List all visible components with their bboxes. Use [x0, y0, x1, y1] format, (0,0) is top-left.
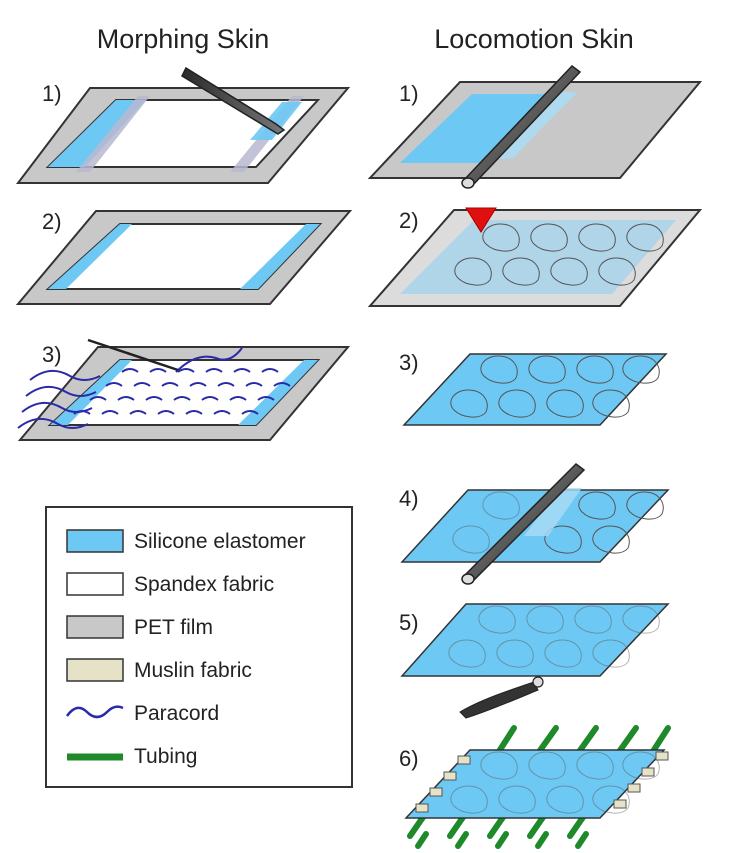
- legend-label-tubing: Tubing: [134, 745, 197, 768]
- silicone-strip: [238, 360, 318, 425]
- morphing-step-1: 1): [15, 66, 351, 184]
- silicone-layer: [400, 220, 676, 294]
- locomotion-step-3: 3): [399, 350, 668, 426]
- locomotion-step-4: 4): [399, 463, 670, 585]
- silicone-layer: [400, 603, 670, 677]
- legend: Silicone elastomer Spandex fabric PET fi…: [45, 506, 353, 788]
- legend-label-paracord: Paracord: [134, 702, 219, 725]
- scissors-tip: [532, 676, 544, 688]
- needle-icon: [87, 338, 179, 372]
- morphing-step-3: 3): [17, 338, 351, 441]
- locomotion-step-6: 6): [399, 725, 671, 849]
- scissors-icon: [459, 681, 539, 719]
- rod-end: [461, 177, 475, 189]
- muslin-tabs: [415, 751, 669, 813]
- tubing-lines-front: [415, 831, 589, 849]
- silicone-layer: [404, 749, 666, 819]
- morphing-step-2-label: 2): [42, 209, 62, 234]
- paracord-stitches: [17, 347, 291, 429]
- locomotion-skin-title: Locomotion Skin: [434, 24, 634, 54]
- locomotion-step-3-label: 3): [399, 350, 419, 375]
- legend-swatch-paracord: [65, 705, 124, 719]
- morphing-step-3-label: 3): [42, 342, 62, 367]
- silicone-layer: [400, 94, 548, 163]
- locomotion-step-1-label: 1): [399, 81, 419, 106]
- morphing-skin-title: Morphing Skin: [97, 24, 270, 54]
- legend-swatch-muslin: [66, 658, 124, 682]
- spatula-icon: [181, 66, 286, 135]
- legend-label-silicone: Silicone elastomer: [134, 530, 306, 553]
- locomotion-step-1: 1): [367, 64, 703, 189]
- locomotion-step-2-label: 2): [399, 208, 419, 233]
- locomotion-step-5: 5): [399, 603, 670, 719]
- silicone-spread: [524, 488, 582, 536]
- print-nozzle-icon: [465, 207, 497, 233]
- clamp-strip: [76, 96, 150, 172]
- legend-label-pet: PET film: [134, 616, 213, 639]
- silicone-strip: [240, 224, 320, 289]
- rod-end: [461, 573, 475, 585]
- legend-label-spandex: Spandex fabric: [134, 573, 274, 596]
- morphing-step-1-label: 1): [42, 81, 62, 106]
- locomotion-step-6-label: 6): [399, 746, 419, 771]
- silicone-strip: [48, 224, 132, 289]
- locomotion-step-2: 2): [367, 207, 703, 307]
- silicone-spread: [250, 102, 302, 140]
- morphing-step-2: 2): [15, 209, 353, 305]
- silicone-layer: [402, 353, 668, 426]
- legend-swatch-spandex: [66, 572, 124, 596]
- silicone-strip: [50, 360, 132, 425]
- locomotion-step-5-label: 5): [399, 610, 419, 635]
- legend-label-muslin: Muslin fabric: [134, 659, 252, 682]
- legend-swatch-silicone: [66, 529, 124, 553]
- legend-box: [45, 506, 353, 788]
- locomotion-step-4-label: 4): [399, 486, 419, 511]
- legend-swatch-pet: [66, 615, 124, 639]
